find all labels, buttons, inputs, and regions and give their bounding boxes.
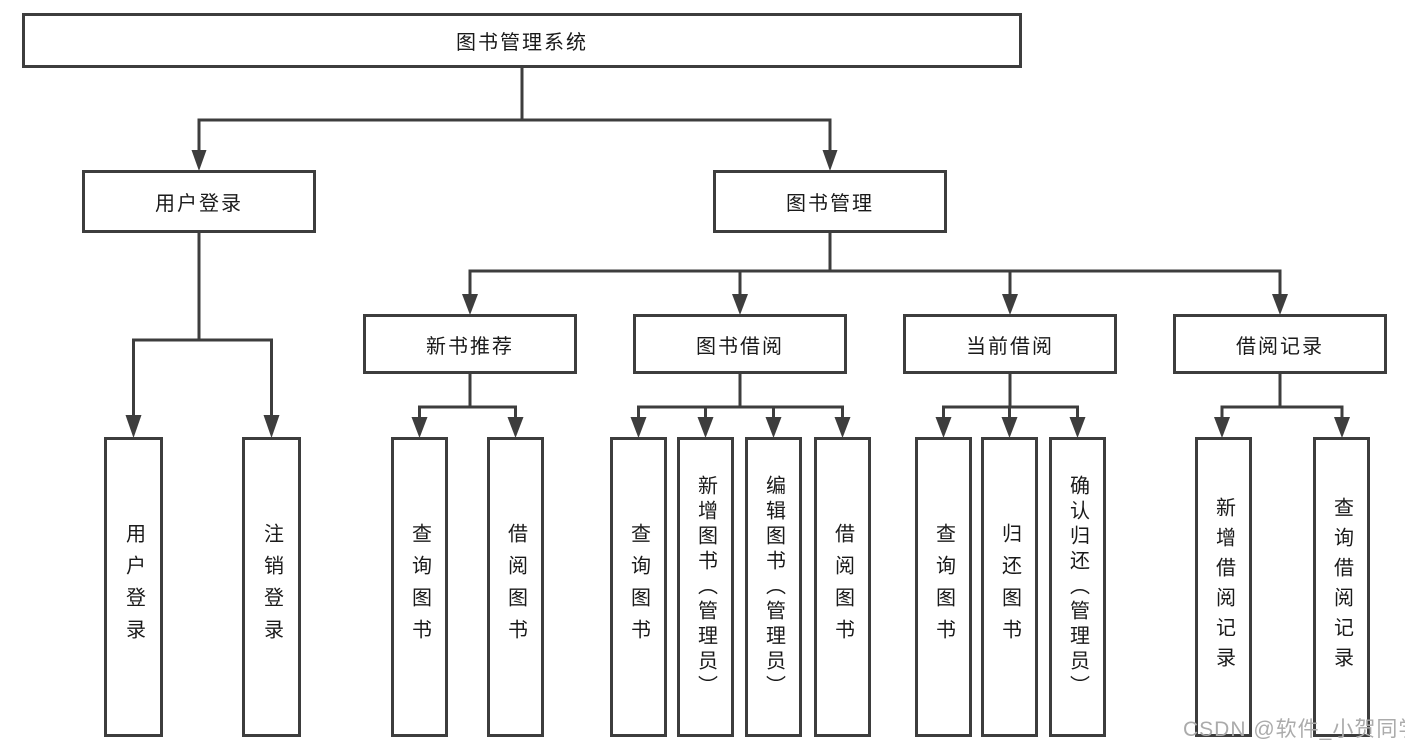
leaf-user-login: 用户登录 [104, 437, 163, 737]
node-new-book-recommend: 新书推荐 [363, 314, 577, 374]
leaf-query-books-newbook: 查询图书 [391, 437, 448, 737]
leaf-borrow-books: 借阅图书 [814, 437, 871, 737]
leaf-query-books-borrow: 查询图书 [610, 437, 667, 737]
connector-current-to-leaves [942, 374, 1079, 419]
csdn-watermark: CSDN @软件_小贺同学 [1183, 718, 1405, 741]
leaf-query-borrow-record: 查询借阅记录 [1313, 437, 1370, 737]
connector-userlogin-to-leaves [132, 233, 273, 417]
leaf-logout: 注销登录 [242, 437, 301, 737]
connector-records-to-leaves [1220, 374, 1344, 419]
node-book-borrow: 图书借阅 [633, 314, 847, 374]
leaf-confirm-return-admin: 确认归还（管理员） [1049, 437, 1106, 737]
node-user-login: 用户登录 [82, 170, 316, 233]
connector-borrow-to-leaves [637, 374, 844, 419]
node-current-borrow: 当前借阅 [903, 314, 1117, 374]
connector-root-to-level2 [197, 68, 832, 152]
leaf-return-books: 归还图书 [981, 437, 1038, 737]
arrowheads [125, 150, 1350, 438]
node-library-system: 图书管理系统 [22, 13, 1022, 68]
leaf-query-books-current: 查询图书 [915, 437, 972, 737]
leaf-add-borrow-record: 新增借阅记录 [1195, 437, 1252, 737]
leaf-borrow-books-newbook: 借阅图书 [487, 437, 544, 737]
leaf-edit-books-admin: 编辑图书（管理员） [745, 437, 802, 737]
connector-bookmgmt-to-level3 [468, 233, 1282, 295]
node-book-management: 图书管理 [713, 170, 947, 233]
leaf-add-books-admin: 新增图书（管理员） [677, 437, 734, 737]
connector-newbook-to-leaves [418, 374, 517, 419]
node-borrow-records: 借阅记录 [1173, 314, 1387, 374]
